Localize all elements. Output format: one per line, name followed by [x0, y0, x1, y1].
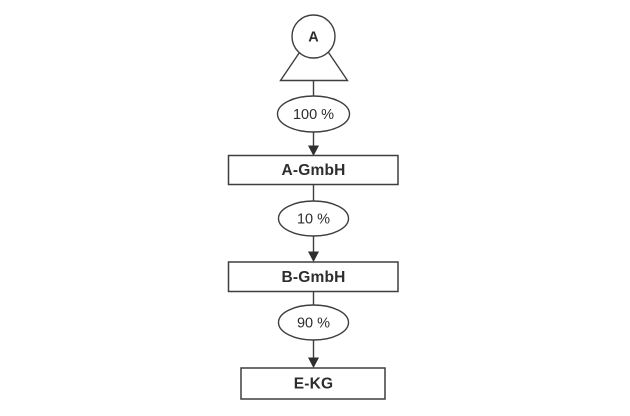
- person-head-icon: [291, 14, 336, 59]
- node-box-b-gmbh: [227, 261, 399, 293]
- edge-percentage-10-label: 10 %: [297, 212, 330, 228]
- edge-percentage-100-label: 100 %: [293, 107, 334, 123]
- node-label-a-gmbh: A-GmbH: [281, 162, 345, 179]
- person-node: [279, 14, 349, 82]
- node-box-a-gmbh: [227, 154, 399, 186]
- arrowhead-icon: [308, 251, 319, 262]
- edge-percentage-90-label: 90 %: [297, 316, 330, 332]
- diagram-shapes: [227, 14, 399, 400]
- arrowhead-icon: [308, 145, 319, 156]
- arrowhead-icon: [308, 357, 319, 368]
- person-label: A: [308, 30, 319, 46]
- node-label-b-gmbh: B-GmbH: [281, 269, 345, 286]
- node-label-e-kg: E-KG: [294, 376, 334, 393]
- diagram-labels: A 100 % A-GmbH 10 % B-GmbH 90 % E-KG: [281, 30, 345, 393]
- node-box-e-kg: [240, 367, 386, 400]
